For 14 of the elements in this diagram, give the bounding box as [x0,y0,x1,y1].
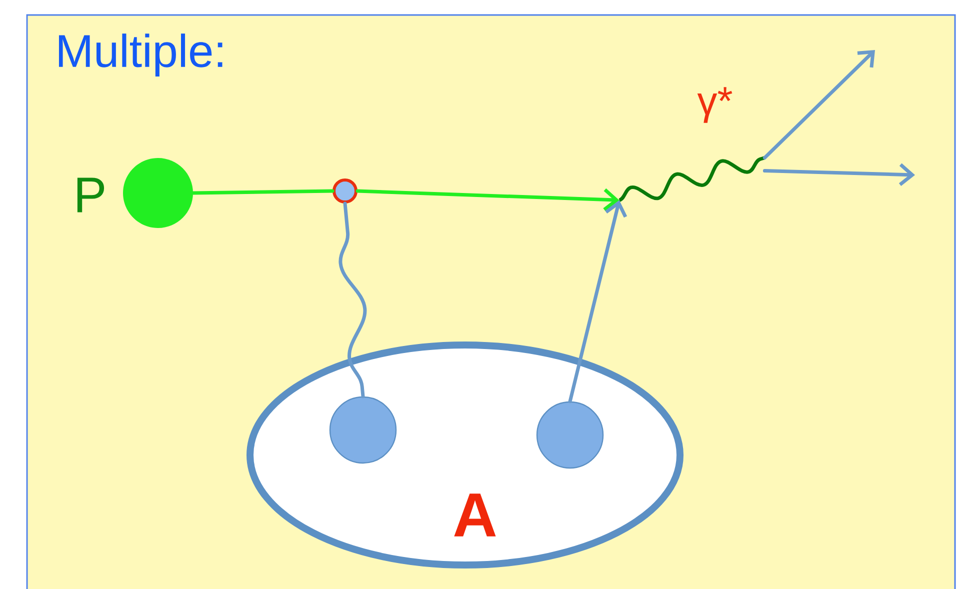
particle-label: P [77,178,104,212]
arrow [356,188,620,212]
wavy-line [338,202,367,398]
photon-wave [618,156,766,202]
particle-label: γ* [697,87,732,123]
arrow [762,50,875,160]
title: Multiple: [58,34,222,76]
particle-ball [123,158,193,228]
arrow [568,200,628,404]
vertex-circle [332,178,358,204]
line [191,189,334,195]
parton-circle [329,396,397,464]
parton-circle [536,401,604,469]
arrow [762,163,916,186]
